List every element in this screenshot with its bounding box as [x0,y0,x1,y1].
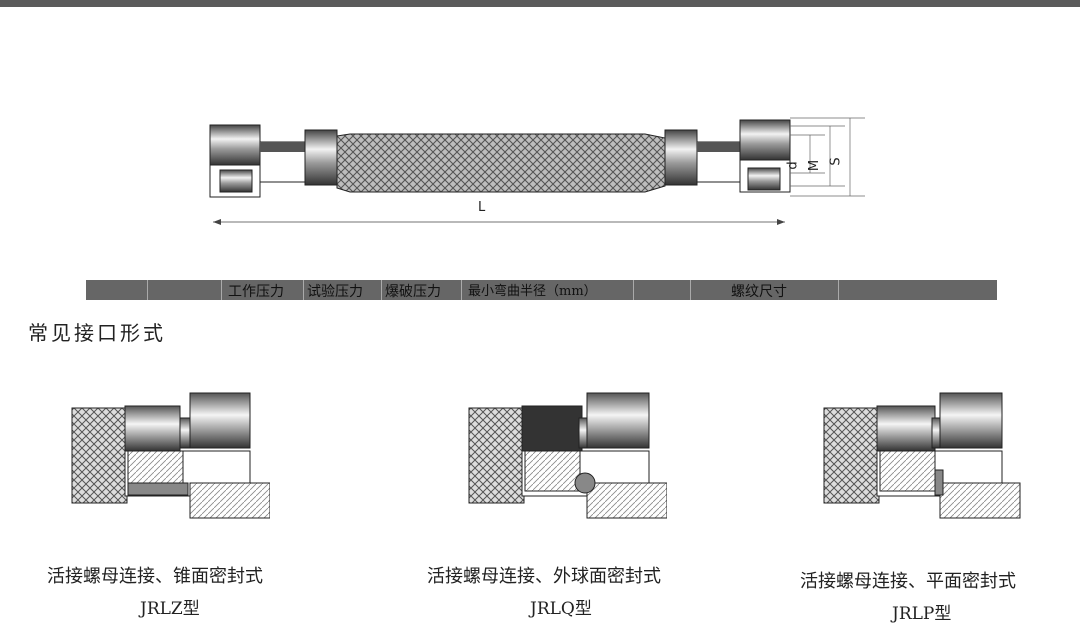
fitting-caption-1: 活接螺母连接、锥面密封式 [47,566,263,587]
table-header-cell [634,280,691,300]
hose-assembly-diagram [209,117,865,225]
fitting-caption-2: 活接螺母连接、外球面密封式 [427,566,661,587]
table-header-cell [839,280,997,300]
fitting-model-2: JRLQ型 [530,599,592,619]
flat-seal-fitting-icon [823,392,1021,519]
spec-table-header: 工作压力 试验压力 爆破压力 最小弯曲半径（mm） 螺纹尺寸 [86,280,997,300]
table-header-cell: 工作压力 [222,280,304,300]
cone-seal-fitting-icon [71,392,270,519]
fitting-model-1: JRLZ型 [140,599,200,619]
dimension-label-M: M [807,159,823,172]
fitting-caption-3: 活接螺母连接、平面密封式 [800,571,1016,592]
table-header-cell [148,280,222,300]
fitting-model-3: JRLP型 [892,604,952,624]
table-header-cell [86,280,148,300]
table-header-cell: 试验压力 [304,280,382,300]
dimension-label-length: L [478,200,486,215]
table-header-cell: 最小弯曲半径（mm） [462,280,634,300]
top-bar [0,0,1080,7]
ball-seal-fitting-icon [468,392,667,519]
dimension-label-d: d [785,161,801,170]
dimension-label-S: S [828,157,844,166]
table-header-cell: 螺纹尺寸 [691,280,839,300]
table-header-cell: 爆破压力 [382,280,462,300]
section-title: 常见接口形式 [28,321,166,345]
